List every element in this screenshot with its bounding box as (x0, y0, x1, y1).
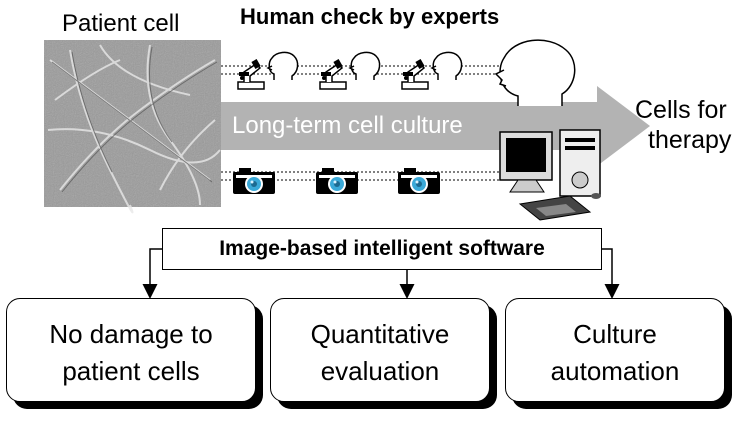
computer-icon (499, 129, 601, 221)
outcome-box-no-damage (6, 298, 256, 402)
outcome-box-automation (505, 298, 725, 402)
patient-cell-label: Patient cell (62, 10, 180, 37)
outcome-automation-line2: automation (550, 356, 680, 386)
expert-check-label: Human check by experts (240, 4, 500, 29)
outcome-no-damage-line1: No damage to (49, 319, 213, 349)
outcome-quantitative-line2: evaluation (320, 356, 440, 386)
software-box: Image-based intelligent software (162, 228, 602, 270)
outcome-no-damage-line2: patient cells (62, 356, 200, 386)
outcome-box-quantitative (270, 298, 490, 402)
patient-cell-image (44, 40, 221, 214)
culture-label: Long-term cell culture (232, 112, 463, 139)
outcome-quantitative-line1: Quantitative (310, 319, 450, 349)
result-label-line1: Cells for (635, 96, 727, 124)
outcome-automation-line1: Culture (573, 319, 657, 349)
camera-icon (233, 168, 440, 194)
result-label-line2: therapy (648, 126, 732, 154)
head-icon (267, 39, 576, 106)
